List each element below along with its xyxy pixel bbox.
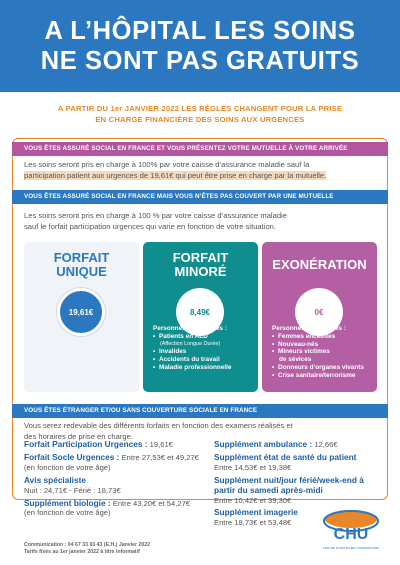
list-item: Femmes enceintes <box>272 333 376 341</box>
section-etranger-title: VOUS ÊTES ÉTRANGER ET/OU SANS COUVERTURE… <box>12 404 388 418</box>
footer-note: Communication : 04 67 33 93 43 (E.H.) Ja… <box>24 542 150 555</box>
list-item: Accidents du travail <box>153 356 257 364</box>
fee-label: Forfait Participation Urgences : <box>24 439 148 449</box>
card-forfait-unique-title-1: FORFAIT <box>53 250 110 265</box>
title-line-2: NE SONT PAS GRATUITS <box>40 47 360 75</box>
card-exoneration-title: EXONÉRATION <box>272 257 367 272</box>
fee-label: Avis spécialiste <box>24 474 86 485</box>
fee-item: Forfait Participation Urgences : 19,61€ <box>24 439 204 450</box>
fee-note: (en fonction de votre âge) <box>24 462 111 472</box>
fee-item: Avis spécialiste Nuit : 24,71€ - Férié :… <box>24 474 204 496</box>
footer-line-2: Tarifs fixés au 1er janvier 2022 à titre… <box>24 548 140 555</box>
section-mutuelle-line-1: Les soins seront pris en charge à 100% p… <box>24 160 310 169</box>
card-forfait-minore-list: Personnes concernées : Patients en ALD (… <box>153 325 257 372</box>
subtitle-line-2: EN CHARGE FINANCIÈRE DES SOINS AUX URGEN… <box>95 114 305 124</box>
section-sans-mutuelle-line-2: sauf le forfait participation urgences q… <box>24 222 277 231</box>
subtitle: A PARTIR DU 1er JANVIER 2022 LES RÈGLES … <box>20 104 380 125</box>
card-forfait-unique-title: FORFAIT UNIQUE <box>24 242 139 279</box>
list-item-continued: de sévices <box>279 356 312 364</box>
fee-item: Supplément imagerie Entre 18,73€ et 53,4… <box>214 508 384 528</box>
fee-note: (en fonction de votre âge) <box>24 508 111 518</box>
footer-line-1: Communication : 04 67 33 93 43 (E.H.) Ja… <box>24 542 150 548</box>
card-exoneration-heading: Personnes concernées : <box>272 325 346 332</box>
fee-label: Supplément imagerie <box>214 507 298 518</box>
list-item: Donneurs d’organes vivants <box>272 364 376 372</box>
section-mutuelle-line-2: participation patient aux urgences de 19… <box>24 171 327 180</box>
fee-value: Entre 43,20€ et 54,27€ <box>110 498 191 508</box>
subtitle-line-1: A PARTIR DU 1er JANVIER 2022 LES RÈGLES … <box>57 104 343 113</box>
title-banner: A L’HÔPITAL LES SOINS NE SONT PAS GRATUI… <box>0 0 400 92</box>
section-mutuelle-title: VOUS ÊTES ASSURÉ SOCIAL EN FRANCE ET VOU… <box>12 142 388 156</box>
fee-item: Supplément biologie : Entre 43,20€ et 54… <box>24 497 204 519</box>
card-exoneration: EXONÉRATION 0€ Personnes concernées : Fe… <box>262 242 377 392</box>
fee-label: Supplément ambulance : <box>214 439 313 449</box>
fees-left-column: Forfait Participation Urgences : 19,61€ … <box>24 439 204 521</box>
card-forfait-unique-amount: 19,61€ <box>57 288 105 336</box>
section-sans-mutuelle-text: Les soins seront pris en charge à 100 % … <box>24 210 379 232</box>
fee-label: Supplément biologie : <box>24 497 111 508</box>
list-item: Invalides <box>153 348 257 356</box>
card-forfait-minore-title-1: FORFAIT <box>172 250 229 265</box>
fee-value: 19,61€ <box>147 440 173 449</box>
fee-value: Entre 27,53€ et 49,27€ <box>119 452 199 462</box>
list-item-note: (Affection Longue Durée) <box>160 340 221 347</box>
section-etranger-text: Vous serez redevable des différents forf… <box>24 420 379 442</box>
card-forfait-minore-heading: Personnes concernées : <box>153 325 227 332</box>
list-item: Maladie professionnelle <box>153 364 257 372</box>
fee-value: 12,66€ <box>312 440 338 449</box>
section-etranger-line-1: Vous serez redevable des différents forf… <box>24 421 293 430</box>
card-forfait-unique: FORFAIT UNIQUE 19,61€ <box>24 242 139 392</box>
section-mutuelle-text: Les soins seront pris en charge à 100% p… <box>24 159 379 181</box>
fee-label: Forfait Socle Urgences : <box>24 451 120 462</box>
chu-logo-icon: CHU CENTRE HOSPITALIER UNIVERSITAIRE <box>323 510 379 550</box>
fee-note: Entre 14,53€ et 19,38€ <box>214 462 292 472</box>
content-frame <box>12 138 388 500</box>
list-item: Crise sanitaire/terrorisme <box>272 372 376 380</box>
logo-caption: CENTRE HOSPITALIER UNIVERSITAIRE <box>323 546 379 550</box>
fee-label: Supplément état de santé du patient <box>214 451 357 462</box>
title-line-1: A L’HÔPITAL LES SOINS <box>44 17 356 45</box>
section-etranger-line-2: des horaires de prise en charge. <box>24 432 133 441</box>
card-forfait-minore-title-2: MINORÉ <box>174 264 227 279</box>
list-item: Patients en ALD <box>153 333 257 341</box>
fee-label: Supplément nuit/jour férié/week-end à pa… <box>214 474 364 495</box>
card-forfait-minore: FORFAIT MINORÉ 8,49€ Personnes concernée… <box>143 242 258 392</box>
fees-right-column: Supplément ambulance : 12,66€ Supplément… <box>214 439 384 531</box>
fee-note: Entre 10,42€ et 39,30€ <box>214 495 292 505</box>
fee-note: Entre 18,73€ et 53,48€ <box>214 518 292 528</box>
list-item: Mineurs victimes <box>272 348 376 356</box>
fee-item: Supplément état de santé du patient Entr… <box>214 451 384 473</box>
card-exoneration-list: Personnes concernées : Femmes enceintes … <box>272 325 376 380</box>
fee-item: Supplément nuit/jour férié/week-end à pa… <box>214 474 384 506</box>
card-forfait-unique-title-2: UNIQUE <box>56 264 107 279</box>
card-forfait-minore-title: FORFAIT MINORÉ <box>143 242 258 279</box>
fee-item: Supplément ambulance : 12,66€ <box>214 439 384 450</box>
logo-text: CHU <box>334 526 369 543</box>
list-item: Nouveau-nés <box>272 341 376 349</box>
fee-item: Forfait Socle Urgences : Entre 27,53€ et… <box>24 451 204 473</box>
fee-note: Nuit : 24,71€ - Férié : 18,73€ <box>24 485 121 495</box>
section-sans-mutuelle-line-1: Les soins seront pris en charge à 100 % … <box>24 211 287 220</box>
section-sans-mutuelle-title: VOUS ÊTES ASSURÉ SOCIAL EN FRANCE MAIS V… <box>12 190 388 204</box>
